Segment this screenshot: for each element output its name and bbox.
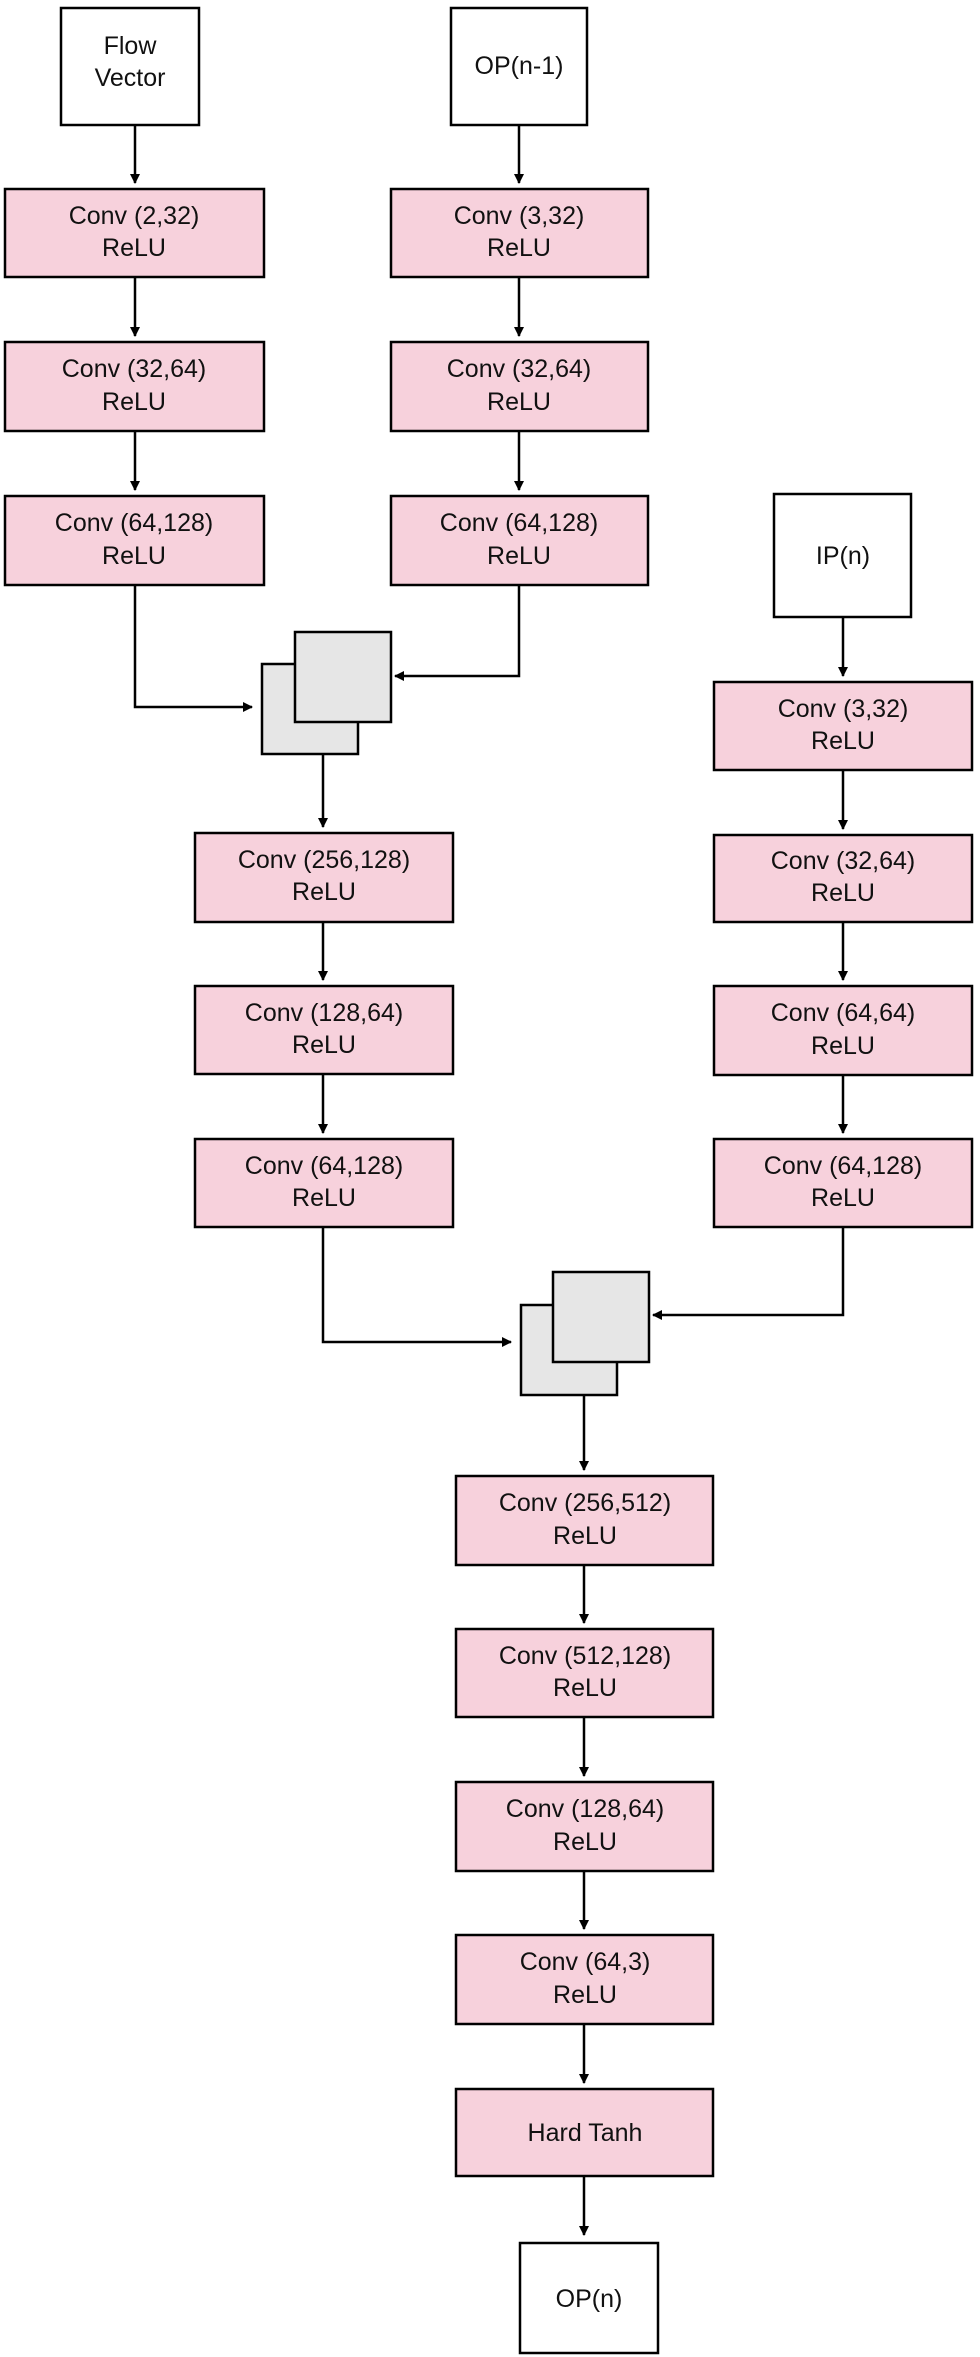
conv-a2: Conv (32,64) ReLU bbox=[3, 340, 266, 433]
connectors bbox=[130, 125, 848, 2236]
concat-block-1 bbox=[260, 630, 393, 756]
svg-text:ReLU: ReLU bbox=[102, 388, 166, 416]
svg-text:Conv (256,128): Conv (256,128) bbox=[238, 846, 410, 874]
svg-text:ReLU: ReLU bbox=[553, 1981, 617, 2009]
svg-text:ReLU: ReLU bbox=[292, 1184, 356, 1212]
conv-b2: Conv (32,64) ReLU bbox=[389, 340, 650, 433]
svg-text:IP(n): IP(n) bbox=[816, 542, 870, 570]
conv-f4: Conv (64,3) ReLU bbox=[454, 1933, 715, 2026]
svg-text:Hard Tanh: Hard Tanh bbox=[528, 2119, 643, 2147]
node-ip-n: IP(n) bbox=[772, 492, 913, 619]
conv-c2: Conv (32,64) ReLU bbox=[712, 833, 974, 924]
svg-text:Conv (128,64): Conv (128,64) bbox=[245, 999, 403, 1027]
svg-text:ReLU: ReLU bbox=[811, 1184, 875, 1212]
svg-text:Flow: Flow bbox=[104, 32, 158, 60]
concat-block-2 bbox=[519, 1270, 651, 1397]
conv-c1: Conv (3,32) ReLU bbox=[712, 680, 974, 772]
svg-text:Conv (64,128): Conv (64,128) bbox=[440, 509, 598, 537]
conv-b1: Conv (3,32) ReLU bbox=[389, 187, 650, 279]
edge-c4-to-concat2 bbox=[652, 1227, 845, 1320]
svg-text:ReLU: ReLU bbox=[811, 1032, 875, 1060]
svg-text:Vector: Vector bbox=[95, 64, 166, 92]
svg-text:ReLU: ReLU bbox=[811, 879, 875, 907]
svg-text:Conv (64,64): Conv (64,64) bbox=[771, 999, 916, 1027]
svg-text:Conv (32,64): Conv (32,64) bbox=[62, 355, 207, 383]
svg-text:ReLU: ReLU bbox=[553, 1522, 617, 1550]
svg-text:Conv (64,128): Conv (64,128) bbox=[245, 1152, 403, 1180]
edge-b3-to-concat1 bbox=[394, 585, 521, 681]
svg-text:Conv (64,128): Conv (64,128) bbox=[764, 1152, 922, 1180]
conv-f3: Conv (128,64) ReLU bbox=[454, 1780, 715, 1873]
svg-text:ReLU: ReLU bbox=[811, 727, 875, 755]
svg-text:ReLU: ReLU bbox=[553, 1828, 617, 1856]
svg-text:ReLU: ReLU bbox=[553, 1674, 617, 1702]
hard-tanh-node: Hard Tanh bbox=[454, 2087, 715, 2178]
conv-m1: Conv (256,128) ReLU bbox=[193, 831, 455, 924]
conv-c4: Conv (64,128) ReLU bbox=[712, 1137, 974, 1229]
conv-m3: Conv (64,128) ReLU bbox=[193, 1137, 455, 1229]
conv-c3: Conv (64,64) ReLU bbox=[712, 984, 974, 1077]
svg-text:Conv (256,512): Conv (256,512) bbox=[499, 1489, 671, 1517]
svg-text:Conv (3,32): Conv (3,32) bbox=[778, 695, 909, 723]
svg-text:ReLU: ReLU bbox=[292, 1031, 356, 1059]
node-flow-vector: Flow Vector bbox=[59, 6, 201, 127]
svg-text:Conv (32,64): Conv (32,64) bbox=[447, 355, 592, 383]
conv-f2: Conv (512,128) ReLU bbox=[454, 1627, 715, 1719]
svg-text:ReLU: ReLU bbox=[292, 878, 356, 906]
conv-a1: Conv (2,32) ReLU bbox=[3, 187, 266, 279]
svg-text:Conv (32,64): Conv (32,64) bbox=[771, 847, 916, 875]
svg-text:ReLU: ReLU bbox=[487, 234, 551, 262]
edge-m3-to-concat2 bbox=[321, 1227, 512, 1347]
svg-text:Conv (64,3): Conv (64,3) bbox=[520, 1948, 651, 1976]
svg-text:OP(n-1): OP(n-1) bbox=[475, 52, 564, 80]
svg-text:ReLU: ReLU bbox=[102, 542, 166, 570]
conv-m2: Conv (128,64) ReLU bbox=[193, 984, 455, 1076]
svg-text:Conv (2,32): Conv (2,32) bbox=[69, 202, 200, 230]
conv-a3: Conv (64,128) ReLU bbox=[3, 494, 266, 587]
node-op-n: OP(n) bbox=[518, 2241, 660, 2355]
conv-f1: Conv (256,512) ReLU bbox=[454, 1474, 715, 1567]
svg-text:Conv (64,128): Conv (64,128) bbox=[55, 509, 213, 537]
svg-text:ReLU: ReLU bbox=[487, 542, 551, 570]
edge-a3-to-concat1 bbox=[133, 585, 253, 712]
svg-text:OP(n): OP(n) bbox=[556, 2285, 623, 2313]
conv-b3: Conv (64,128) ReLU bbox=[389, 494, 650, 587]
svg-text:Conv (128,64): Conv (128,64) bbox=[506, 1795, 664, 1823]
svg-text:ReLU: ReLU bbox=[102, 234, 166, 262]
svg-text:ReLU: ReLU bbox=[487, 388, 551, 416]
svg-text:Conv (512,128): Conv (512,128) bbox=[499, 1642, 671, 1670]
svg-text:Conv (3,32): Conv (3,32) bbox=[454, 202, 585, 230]
node-op-prev: OP(n-1) bbox=[449, 6, 589, 127]
